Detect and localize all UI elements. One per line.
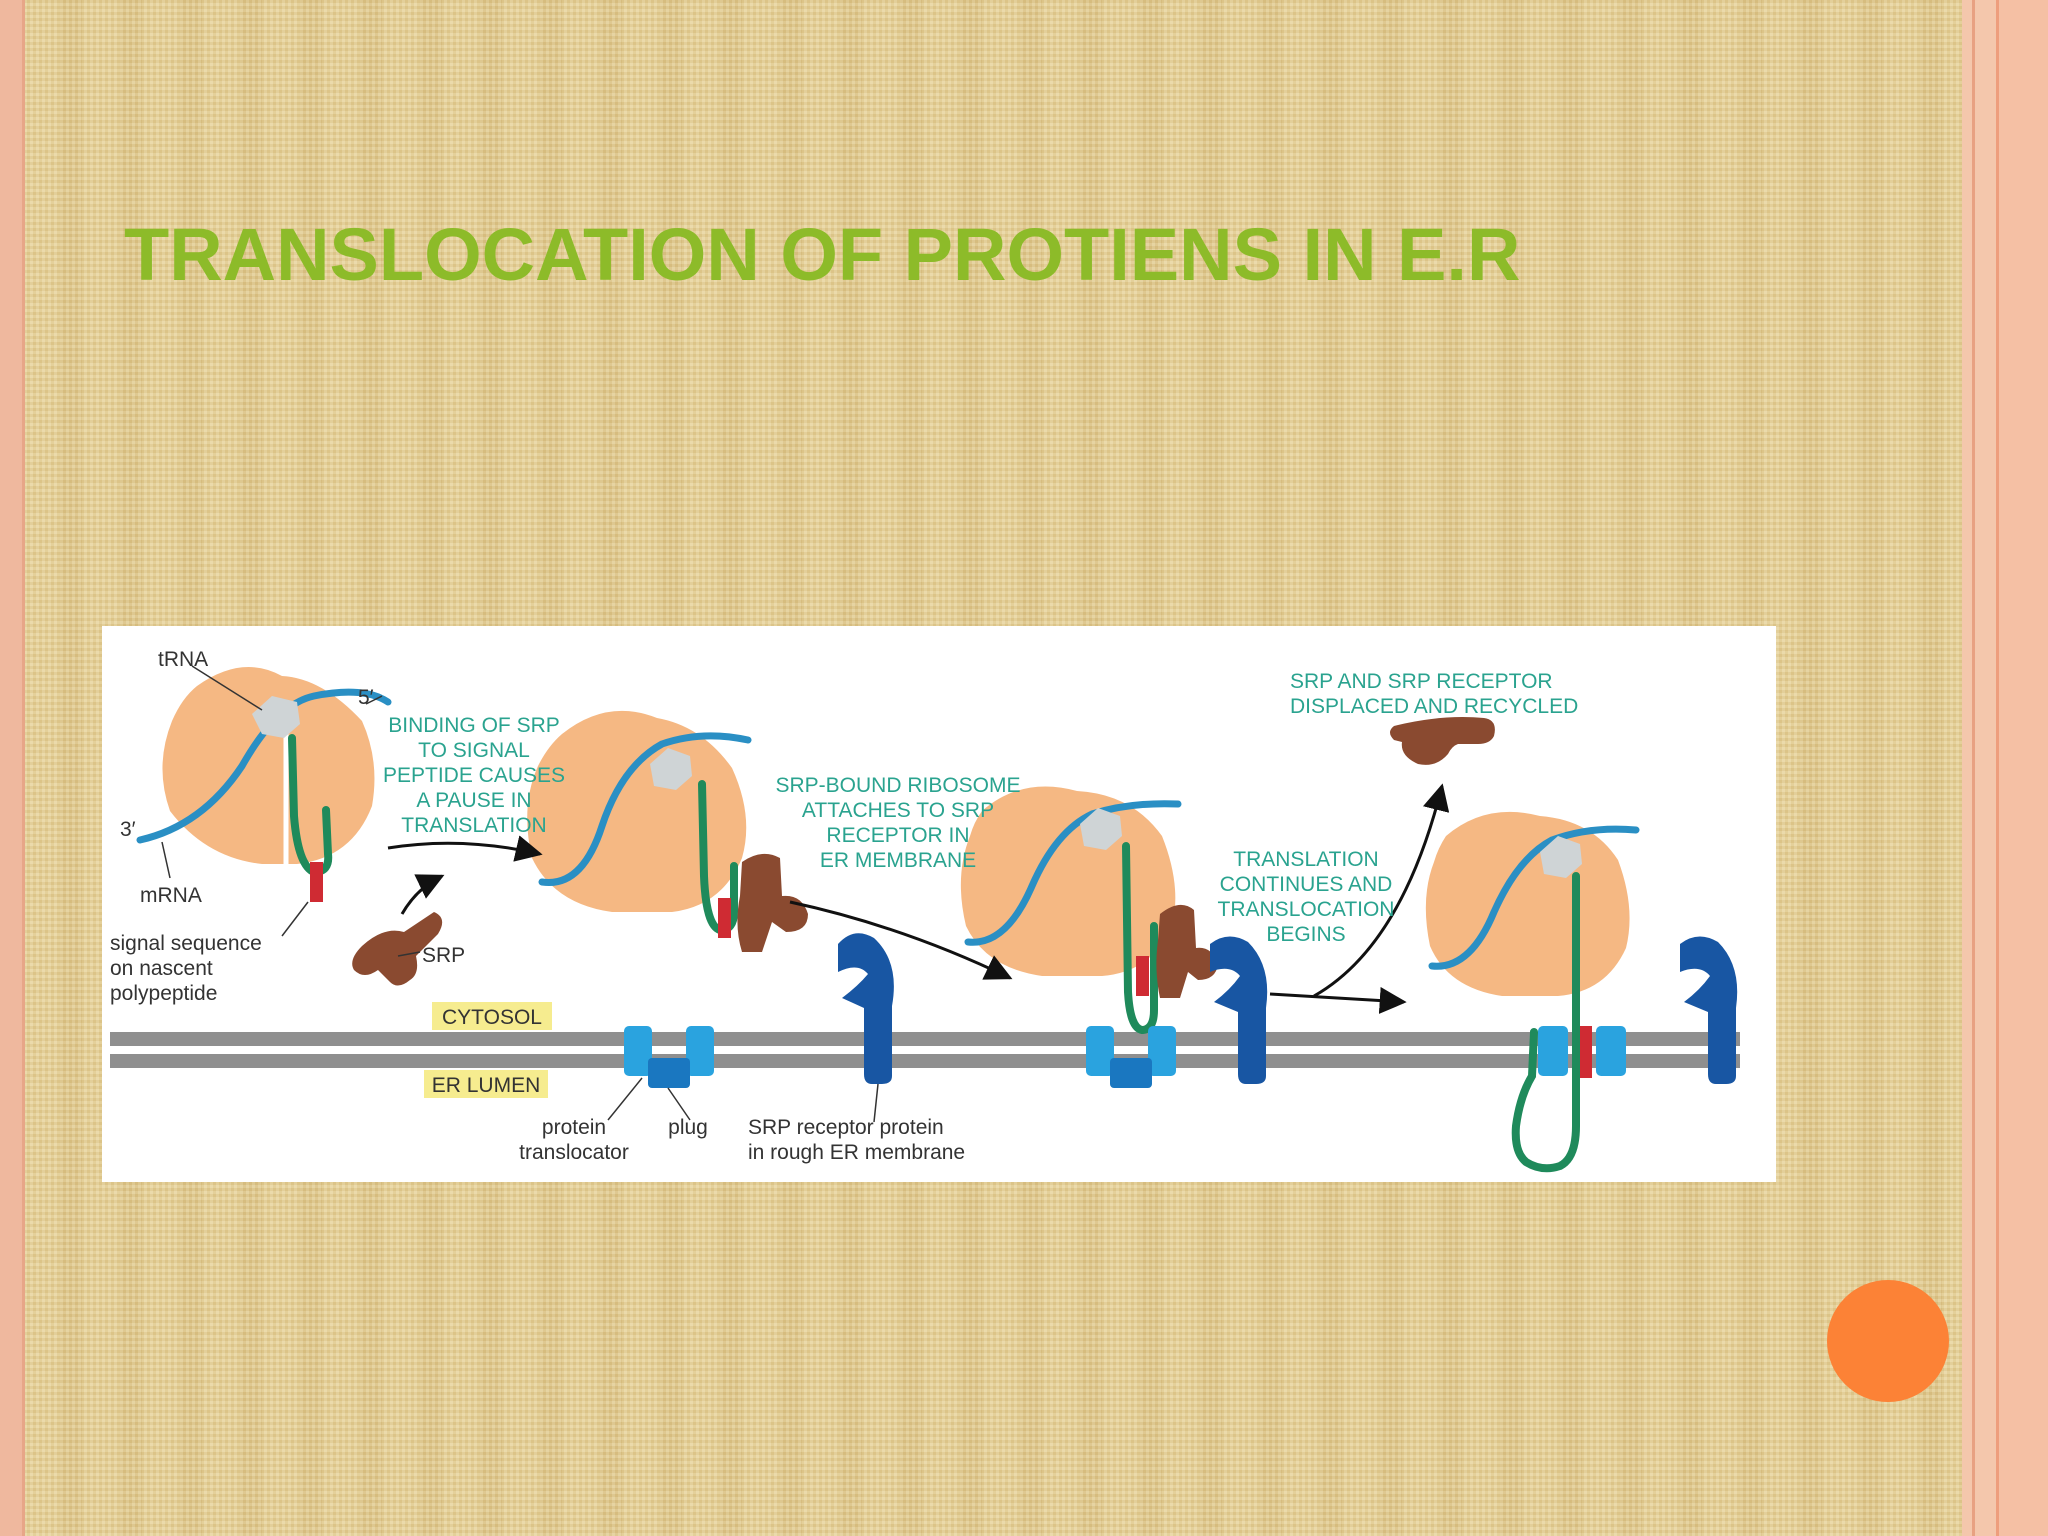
arrow-stage2-to-stage3 — [789, 900, 1013, 980]
arrow-stage1-to-stage2 — [387, 835, 543, 862]
arrow-srp-recycled — [1313, 783, 1450, 998]
protein-translocator-stage2 — [624, 1026, 714, 1088]
protein-translocator-stage4 — [1538, 1026, 1626, 1076]
right-border-stripe — [1962, 0, 2048, 1536]
trna-stage3 — [1080, 808, 1122, 850]
trna-stage1 — [252, 696, 300, 738]
er-membrane — [110, 1032, 1740, 1068]
arrow-srp-to-stage2 — [400, 874, 445, 915]
srp-particle-free — [352, 912, 443, 986]
srp-label: SRP — [422, 944, 465, 967]
orange-circle-decoration — [1827, 1280, 1949, 1402]
cytosol-tag — [432, 1002, 552, 1030]
signal-peptide-stage3 — [1136, 956, 1149, 996]
mrna-strand-stage3 — [964, 800, 1182, 946]
mrna-strand-stage4 — [1428, 825, 1640, 970]
mrna-strand-stage2 — [538, 732, 752, 887]
polypeptide-stage3 — [1122, 842, 1158, 1035]
ribosome-stage1 — [162, 667, 375, 864]
arrow-stage3-to-stage4 — [1269, 986, 1407, 1014]
protein-translocator-stage3 — [1086, 1026, 1176, 1088]
five-prime-label: 5′ — [358, 686, 374, 709]
srp-receptor-stage4 — [1680, 936, 1738, 1084]
trna-stage2 — [650, 748, 692, 790]
left-border-stripe — [0, 0, 25, 1536]
trna-label: tRNA — [158, 648, 208, 671]
slide-title: TRANSLOCATION OF PROTIENS IN E.R — [124, 213, 1521, 296]
srp-recycled — [1390, 717, 1495, 765]
signal-peptide-stage2 — [718, 898, 731, 938]
cytosol-label: CYTOSOL — [442, 1006, 542, 1029]
srp-particle-docked — [1156, 904, 1218, 998]
polypeptide-stage4 — [1511, 872, 1580, 1173]
srp-receptor-stage3 — [1210, 936, 1268, 1084]
signal-peptide-stage1 — [310, 862, 323, 902]
trna-stage4 — [1540, 836, 1582, 878]
srp-receptor-stage2 — [838, 933, 894, 1084]
leader-lines — [161, 665, 879, 1123]
er-lumen-tag — [424, 1070, 548, 1098]
three-prime-label: 3′ — [120, 818, 136, 841]
signal-peptide-stage4 — [1580, 1026, 1592, 1078]
srp-particle-bound — [737, 853, 808, 952]
er-lumen-label: ER LUMEN — [432, 1074, 541, 1097]
plug-label: plug — [668, 1116, 708, 1139]
ribosome-stage4 — [1425, 811, 1630, 996]
mrna-label: mRNA — [140, 884, 202, 907]
